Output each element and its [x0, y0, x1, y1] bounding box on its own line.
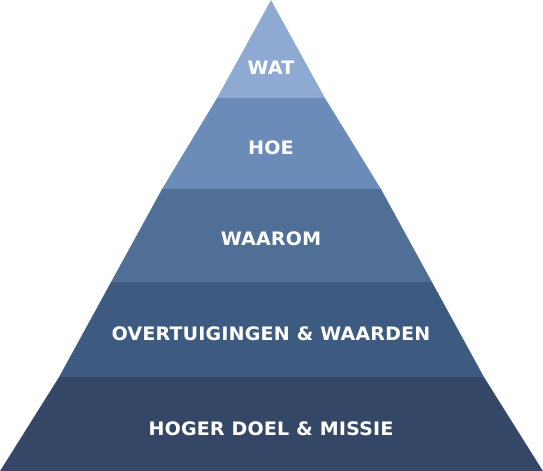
- pyramid-layer-hoger-doel-missie-label: HOGER DOEL & MISSIE: [148, 418, 393, 440]
- pyramid-layer-overtuigingen-waarden-label: OVERTUIGINGEN & WAARDEN: [112, 323, 431, 345]
- pyramid-layer-hoe: [162, 98, 381, 189]
- pyramid-layer-overtuigingen-waarden: [59, 282, 484, 377]
- pyramid-layer-waarom-label: WAAROM: [221, 228, 321, 250]
- pyramid-layer-hoe-label: HOE: [248, 137, 294, 159]
- pyramid-layer-hoger-doel-missie: [0, 377, 543, 471]
- pyramid-layer-wat-label: WAT: [248, 57, 295, 79]
- pyramid-layer-waarom: [111, 189, 432, 282]
- pyramid-layer-wat: [217, 0, 325, 98]
